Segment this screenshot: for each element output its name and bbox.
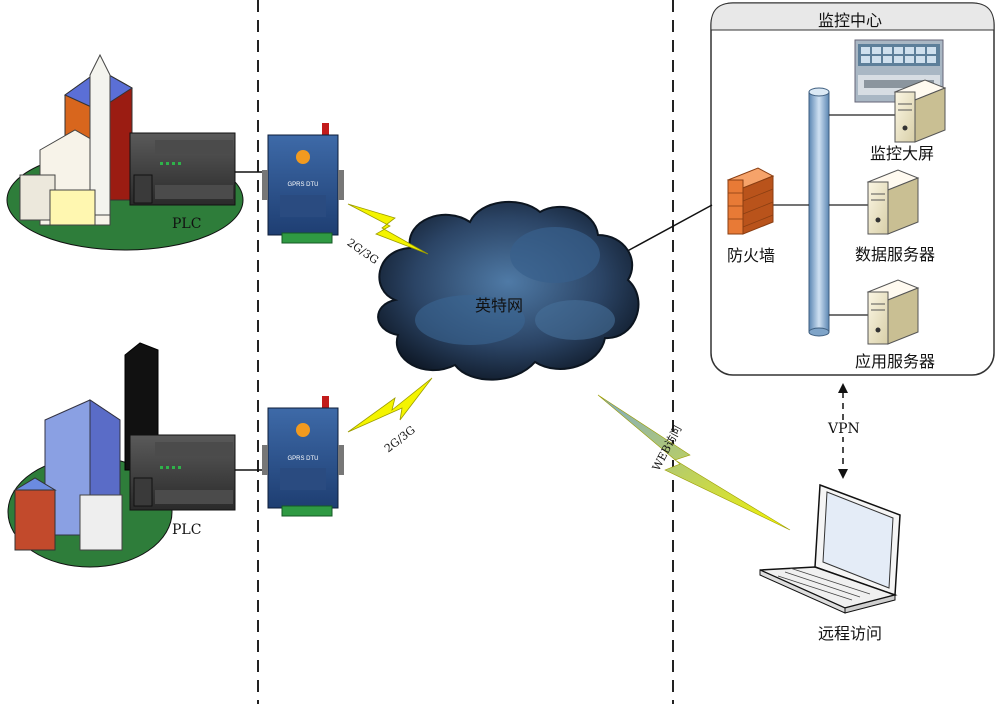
site2-plc-icon [129, 434, 236, 511]
web-lightning-bolt [597, 394, 791, 531]
firewall-icon [726, 167, 775, 235]
app-server-icon [866, 279, 920, 345]
app-server-label: 应用服务器 [855, 352, 936, 371]
data-server-label: 数据服务器 [855, 245, 936, 264]
site1-plc-icon [129, 132, 236, 206]
site1-plc-label: PLC [172, 216, 202, 232]
big-screen-server-icon [893, 79, 947, 143]
cloud-label: 英特网 [475, 296, 524, 315]
site2-dtu-icon [262, 396, 344, 517]
site2-plc-label: PLC [172, 522, 202, 538]
big-screen-label: 监控大屏 [870, 144, 935, 163]
firewall-label: 防火墙 [727, 246, 776, 265]
laptop-icon [759, 483, 901, 614]
data-server-icon [866, 169, 920, 235]
site1-dtu-icon [262, 123, 344, 244]
control-center-title: 监控中心 [818, 11, 883, 30]
site2-lightning-bolt [347, 377, 433, 433]
site1-dtu-model: GPRS DTU [287, 182, 318, 188]
internet-cloud [377, 200, 640, 381]
control-center-header [710, 2, 995, 31]
site1-lightning-bolt [347, 203, 429, 255]
vpn-label: VPN [826, 421, 862, 437]
remote-access-label: 远程访问 [818, 624, 883, 643]
site2-dtu-model: GPRS DTU [287, 456, 318, 462]
backbone-pipe [808, 87, 830, 337]
